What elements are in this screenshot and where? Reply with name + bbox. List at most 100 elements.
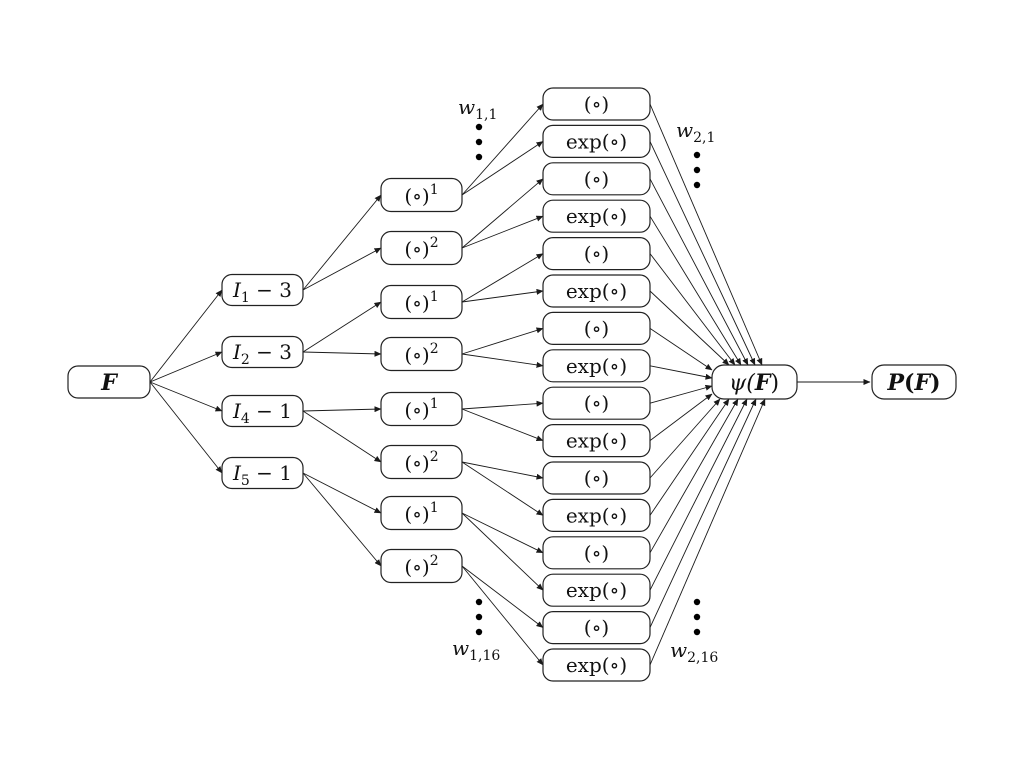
svg-text:I4 − 1: I4 − 1 [232,399,292,427]
psi-bold-f: F [754,370,772,396]
edge-arrow [461,215,544,249]
power-node: (∘)1 [380,284,463,320]
activation-node: (∘) [542,386,651,420]
edge-arrow [461,408,544,442]
svg-text:(∘)2: (∘)2 [404,449,438,475]
svg-text:exp(∘): exp(∘) [566,503,627,527]
ellipsis-dots-w2-bottom [693,598,701,636]
edge-arrow [461,141,544,196]
svg-text:(∘)2: (∘)2 [404,553,438,579]
weight-label-w116: w1,16 [452,636,500,664]
svg-text:(∘): (∘) [584,167,609,191]
edge-arrow [649,215,742,366]
edge-arrow [302,472,382,567]
input-label: F [100,370,118,396]
svg-text:(∘)1: (∘)1 [404,500,438,526]
edge-arrow [649,398,748,591]
activation-node: (∘) [542,311,651,345]
svg-text:(∘): (∘) [584,541,609,565]
edge-arrow [461,461,544,480]
edge-arrow [302,350,382,357]
activation-node: exp(∘) [542,648,651,682]
svg-text:(∘): (∘) [584,92,609,116]
activation-node: (∘) [542,87,651,121]
edge-arrow [461,565,544,628]
activation-node: (∘) [542,610,651,645]
activation-node: exp(∘) [542,274,651,308]
svg-text:(∘)1: (∘)1 [404,182,438,208]
weight-label-w21: w2,1 [676,118,715,146]
edge-arrow [649,398,739,554]
svg-text:exp(∘): exp(∘) [566,429,627,453]
svg-text:(∘): (∘) [584,316,609,340]
ellipsis-dots-w1-top [475,123,483,161]
edge-arrow [649,103,763,366]
edge-arrow [649,398,721,479]
psi-prefix: ψ( [729,371,755,396]
svg-text:(∘): (∘) [584,242,609,266]
svg-text:exp(∘): exp(∘) [566,279,627,303]
invariant-node: I1 − 3 [221,273,304,307]
edge-arrow [649,141,756,366]
activation-node: exp(∘) [542,573,651,607]
ellipsis-dots-w1-bottom [475,598,483,636]
edge-arrow [302,410,382,463]
activation-node: (∘) [542,162,651,196]
edge-arrow [302,406,382,413]
edge-arrow [461,565,544,666]
svg-text:(∘)1: (∘)1 [404,396,438,422]
edge-arrow [302,194,382,291]
edge-arrow [302,472,382,514]
output-paren-open: ( [904,370,914,396]
edge-arrow [461,400,544,410]
output-node: P(F) [871,364,957,400]
activation-node: exp(∘) [542,124,651,159]
edge-arrow [302,301,382,353]
svg-text:ψ(F): ψ(F) [729,370,779,396]
edge-arrow [461,461,544,516]
edge-arrow [461,353,544,368]
svg-text:exp(∘): exp(∘) [566,204,627,228]
edge-arrow [649,384,713,404]
output-bold-f: F [913,370,931,396]
edge-arrow [149,351,223,383]
edge-arrow [149,289,223,383]
weight-label-w11: w1,1 [458,95,497,123]
edge-arrow [649,178,749,366]
power-node: (∘)1 [380,177,463,213]
output-p: P [886,370,905,396]
edge-arrow [649,253,736,366]
svg-text:(∘)1: (∘)1 [404,289,438,315]
edge-arrow [649,365,713,380]
svg-text:exp(∘): exp(∘) [566,653,627,677]
edge-arrow [649,393,713,441]
invariant-node: I5 − 1 [221,456,304,490]
svg-text:I5 − 1: I5 − 1 [232,461,292,489]
svg-text:(∘)2: (∘)2 [404,341,438,367]
svg-text:(∘): (∘) [584,466,609,490]
svg-text:(∘)2: (∘)2 [404,235,438,261]
svg-text:exp(∘): exp(∘) [566,354,627,378]
power-node: (∘)1 [380,495,463,531]
edge-arrow [649,398,757,628]
edge-arrow [461,512,544,554]
edge-arrow [461,512,544,591]
psi-node: ψ(F) [711,364,798,400]
power-node: (∘)2 [380,548,463,584]
activation-node: exp(∘) [542,199,651,233]
activation-node: exp(∘) [542,349,651,383]
activation-node: exp(∘) [542,498,651,532]
ellipsis-dots-w2-top [693,151,701,189]
edge-arrow [649,328,713,371]
edge-arrow [461,327,544,355]
invariant-node: I2 − 3 [221,335,304,369]
power-node: (∘)2 [380,230,463,266]
svg-text:exp(∘): exp(∘) [566,129,627,153]
edge-arrow [649,398,766,666]
activation-node: (∘) [542,536,651,570]
power-node: (∘)1 [380,391,463,427]
edge-arrow [649,290,730,366]
svg-text:P(F): P(F) [886,370,940,396]
weight-label-w216: w2,16 [670,638,718,666]
